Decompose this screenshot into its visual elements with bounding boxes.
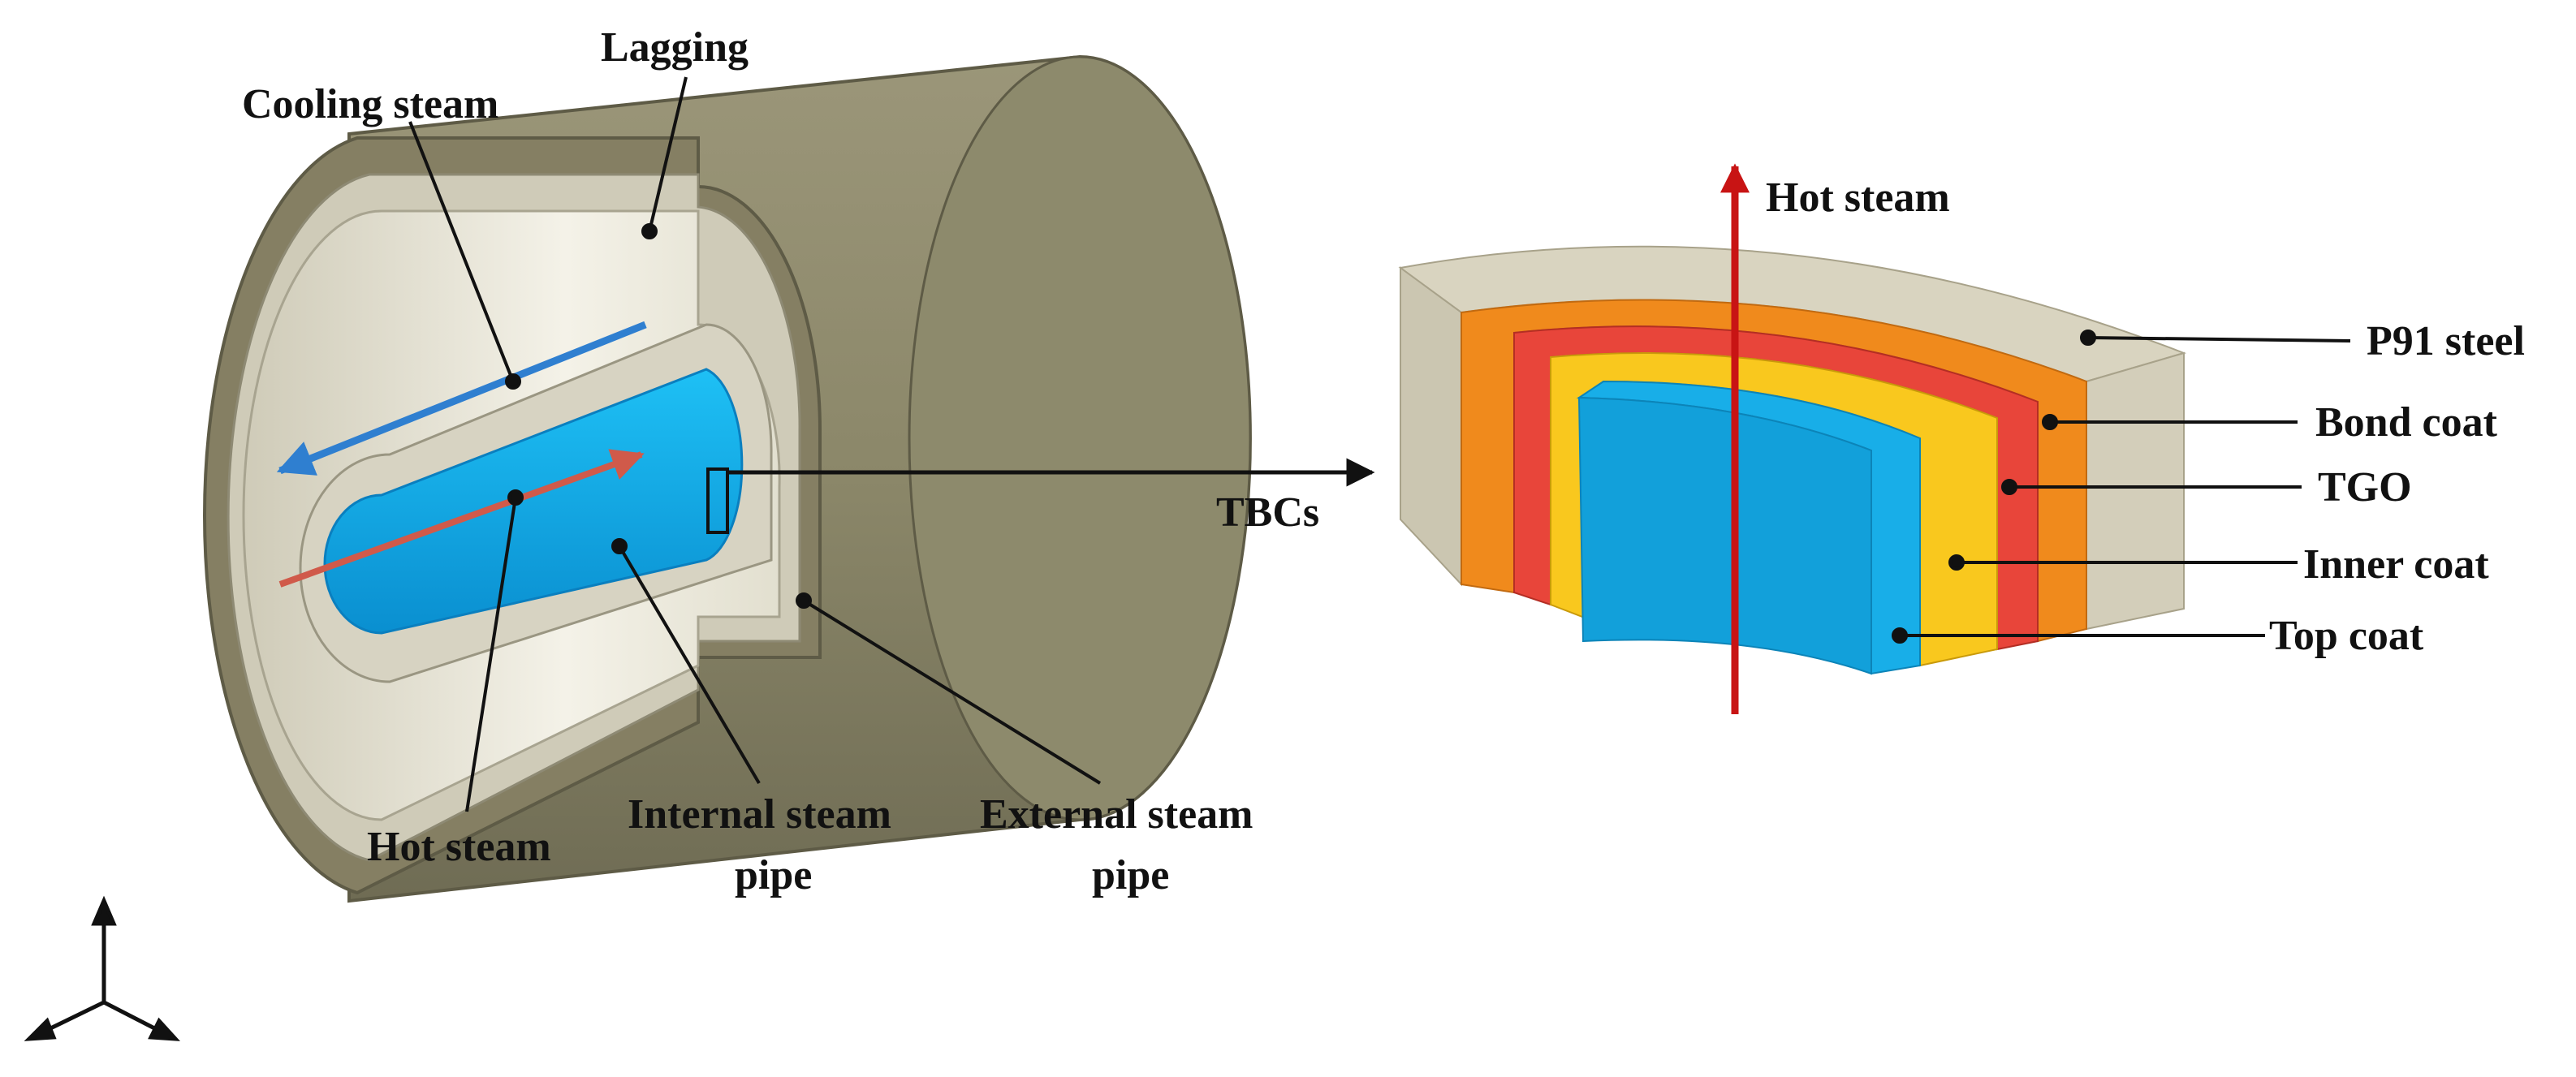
label-tgo: TGO	[2318, 464, 2412, 510]
leader-dot-cooling-steam	[505, 373, 521, 390]
label-tbcs: TBCs	[1216, 489, 1319, 536]
tbc-cutaway	[1398, 163, 2187, 714]
cooling-steam-arrow	[276, 321, 647, 476]
left-leader-lines	[408, 76, 1102, 812]
lagging-end-cap	[908, 55, 1252, 821]
label-hot-steam-left: Hot steam	[367, 824, 551, 870]
leader-dot-internal-pipe	[611, 538, 628, 554]
label-inner-coat: Inner coat	[2303, 541, 2489, 588]
leader-dot-p91-steel	[2080, 330, 2096, 346]
layer-p91-steel-right	[2086, 351, 2185, 631]
leader-dot-hot-steam	[507, 489, 524, 506]
hot-steam-core	[323, 368, 744, 635]
label-external-pipe-1: External steam	[980, 791, 1253, 838]
leader-dot-lagging	[641, 223, 658, 239]
leader-dot-top-coat	[1892, 627, 1908, 644]
label-p91-steel: P91 steel	[2367, 318, 2525, 364]
hot-steam-arrow	[278, 449, 645, 588]
leader-dot-inner-coat	[1948, 554, 1965, 571]
leader-dot-bond-coat	[2042, 414, 2058, 430]
label-internal-pipe-2: pipe	[735, 852, 812, 898]
label-cooling-steam: Cooling steam	[242, 81, 498, 127]
leader-dot-external-pipe	[796, 592, 812, 609]
axis-triad-icon	[24, 895, 181, 1041]
label-top-coat: Top coat	[2269, 613, 2424, 659]
leader-internal-pipe	[618, 545, 761, 785]
leader-cooling-steam	[408, 121, 515, 382]
leader-external-pipe	[802, 599, 1102, 785]
leader-lagging	[648, 76, 688, 232]
label-external-pipe-2: pipe	[1092, 852, 1169, 898]
leader-p91-steel	[2087, 336, 2351, 342]
right-leader-lines	[1892, 330, 2351, 644]
layer-p91-steel-left	[1400, 266, 1462, 587]
label-hot-steam-right: Hot steam	[1766, 174, 1950, 221]
label-internal-pipe-1: Internal steam	[628, 791, 891, 838]
tbc-marker-box	[706, 467, 729, 534]
label-bond-coat: Bond coat	[2315, 399, 2498, 446]
pipe-assembly	[203, 54, 1252, 903]
layer-top-coat-inner-face	[1577, 396, 1872, 675]
label-lagging: Lagging	[601, 24, 749, 71]
leader-hot-steam	[465, 497, 517, 812]
leader-dot-tgo	[2001, 479, 2017, 495]
